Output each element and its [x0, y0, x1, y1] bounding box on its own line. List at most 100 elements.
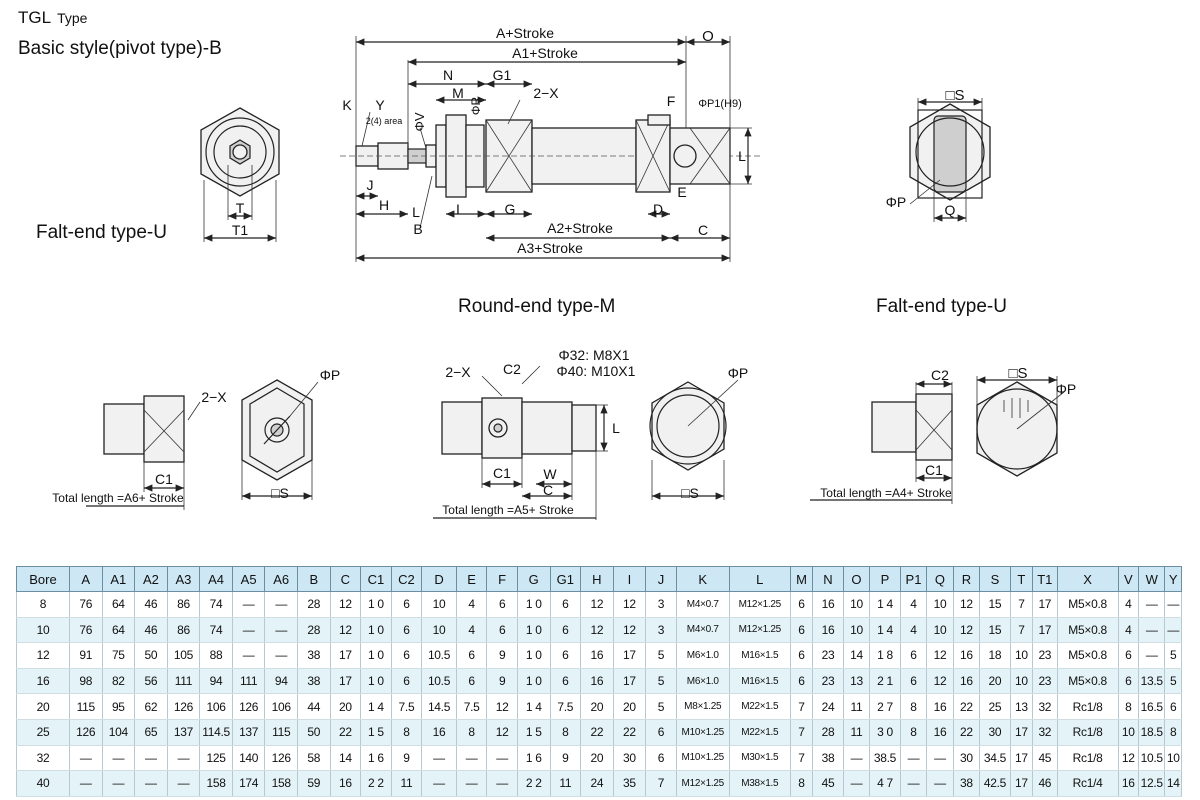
- dim-l-main: L: [738, 148, 746, 164]
- table-cell: 98: [68, 668, 103, 695]
- table-cell: M8×1.25: [675, 693, 730, 720]
- dim-c-round: C: [543, 482, 553, 498]
- table-cell: 115: [68, 693, 103, 720]
- table-cell: 18.5: [1137, 719, 1166, 746]
- table-cell: 17: [612, 642, 647, 669]
- table-cell: 58: [297, 745, 331, 772]
- table-cell: 88: [199, 642, 233, 669]
- column-header: K: [675, 566, 730, 592]
- column-header: A6: [264, 566, 298, 592]
- table-cell: 16: [812, 591, 844, 618]
- table-cell: 11: [842, 693, 871, 720]
- table-cell: 158: [199, 770, 233, 797]
- table-cell: 140: [231, 745, 266, 772]
- dim-c2-round: C2: [503, 361, 521, 377]
- table-cell: 10: [1117, 719, 1139, 746]
- table-cell: 10.5: [421, 642, 457, 669]
- table-cell: —: [134, 770, 168, 797]
- table-cell: 38: [297, 642, 331, 669]
- table-cell: 12: [952, 591, 981, 618]
- table-cell: 7: [1009, 617, 1034, 644]
- table-cell: 7: [789, 693, 814, 720]
- table-cell: 6: [390, 617, 423, 644]
- table-cell: M16×1.5: [728, 668, 791, 695]
- table-cell: 64: [101, 617, 136, 644]
- column-header: P: [869, 566, 901, 592]
- table-cell: 74: [199, 591, 233, 618]
- table-cell: M22×1.5: [728, 719, 791, 746]
- table-cell: 34.5: [979, 745, 1011, 772]
- column-header: S: [979, 566, 1011, 592]
- dim-h: H: [379, 197, 389, 213]
- table-cell: 94: [264, 668, 298, 695]
- table-cell: 16: [580, 668, 614, 695]
- table-cell: 1 0: [516, 642, 551, 669]
- table-cell: 32: [1032, 719, 1058, 746]
- table-cell: 6: [1164, 693, 1182, 720]
- table-cell: M10×1.25: [675, 719, 730, 746]
- table-cell: 1 4: [869, 617, 901, 644]
- table-cell: 20: [979, 668, 1011, 695]
- dim-k: K: [342, 97, 352, 113]
- table-cell: Rc1/8: [1056, 745, 1119, 772]
- table-cell: 7: [789, 719, 814, 746]
- table-cell: 10: [421, 591, 457, 618]
- table-cell: 12: [952, 617, 981, 644]
- table-cell: 126: [264, 745, 298, 772]
- table-cell: 4: [455, 591, 488, 618]
- table-cell: 115: [264, 719, 298, 746]
- table-cell: 1 4: [516, 693, 551, 720]
- table-cell: 9: [486, 668, 518, 695]
- table-cell: 14.5: [421, 693, 457, 720]
- table-cell: 8: [549, 719, 582, 746]
- table-cell: 6: [789, 642, 814, 669]
- table-cell: M6×1.0: [675, 668, 730, 695]
- table-cell: 7: [789, 745, 814, 772]
- table-cell: —: [264, 617, 298, 644]
- table-cell: —: [231, 591, 266, 618]
- table-cell: M10×1.25: [675, 745, 730, 772]
- table-cell: 14: [842, 642, 871, 669]
- dim-t: T: [236, 200, 245, 216]
- column-header: B: [297, 566, 331, 592]
- table-cell: M5×0.8: [1056, 668, 1119, 695]
- table-cell: 12: [486, 693, 518, 720]
- table-cell: 16: [421, 719, 457, 746]
- table-cell: 94: [199, 668, 233, 695]
- table-cell: 2 7: [869, 693, 901, 720]
- table-cell: 25: [979, 693, 1011, 720]
- dim-a2-stroke: A2+Stroke: [547, 220, 613, 236]
- technical-drawing: T T1: [52, 25, 1076, 520]
- dim-w: W: [543, 466, 557, 482]
- column-header: A3: [166, 566, 201, 592]
- column-header: E: [455, 566, 488, 592]
- table-cell: 16: [952, 642, 981, 669]
- table-cell: M12×1.25: [728, 617, 791, 644]
- table-cell: Rc1/4: [1056, 770, 1119, 797]
- dim-phi-v: ΦV: [412, 112, 427, 131]
- table-cell: 2 1: [869, 668, 901, 695]
- table-cell: 5: [645, 668, 677, 695]
- table-cell: M4×0.7: [675, 617, 730, 644]
- table-cell: 64: [101, 591, 136, 618]
- table-cell: 10.5: [421, 668, 457, 695]
- dim-a1-stroke: A1+Stroke: [512, 45, 578, 61]
- table-cell: 6: [390, 642, 423, 669]
- table-cell: 7: [645, 770, 677, 797]
- table-cell: 12.5: [1137, 770, 1166, 797]
- table-cell: —: [134, 745, 168, 772]
- table-cell: 23: [1032, 642, 1058, 669]
- table-cell: —: [166, 770, 201, 797]
- table-cell: 3: [645, 617, 677, 644]
- table-cell: 12: [926, 642, 954, 669]
- table-cell: 1 0: [360, 591, 392, 618]
- table-cell: 6: [1117, 642, 1139, 669]
- column-header: M: [789, 566, 814, 592]
- table-cell: —: [926, 745, 954, 772]
- table-cell: 23: [1032, 668, 1058, 695]
- table-cell: 6: [455, 668, 488, 695]
